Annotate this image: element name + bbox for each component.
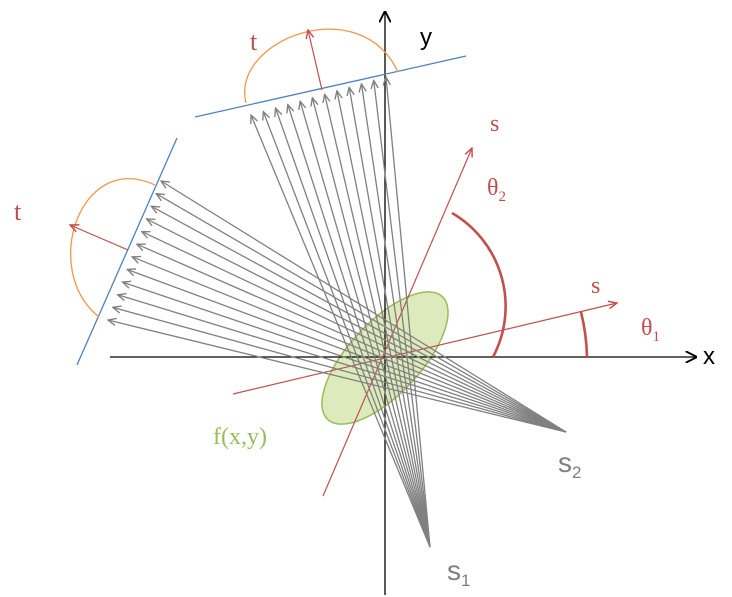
ray-s2-6 [137, 244, 567, 433]
ray-s2-2 [156, 194, 567, 433]
ray-s1-11 [374, 80, 431, 548]
ray-s2-8 [127, 269, 567, 433]
ray-s1-3 [276, 108, 431, 548]
ray-s1-9 [349, 87, 431, 548]
source-2-label: s2 [558, 447, 581, 482]
s-label-top: s [490, 111, 499, 137]
rays-from-source-1 [251, 77, 431, 548]
ray-s1-4 [288, 105, 431, 548]
ray-s1-2 [263, 112, 431, 548]
source-1-label: s1 [447, 555, 470, 590]
t-label-top: t [250, 27, 258, 56]
ray-s2-5 [142, 232, 567, 433]
object-label: f(x,y) [213, 424, 267, 450]
ray-s2-7 [132, 257, 567, 433]
s-axis-theta2 [322, 148, 472, 497]
theta1-label: θ1 [641, 315, 660, 345]
x-axis-label: x [703, 343, 715, 370]
profile-curve-top [243, 28, 399, 104]
ray-s1-7 [325, 94, 431, 548]
theta2-label: θ2 [487, 175, 506, 205]
ray-s2-4 [147, 219, 567, 433]
s-axis-theta1 [232, 303, 617, 395]
angle-arc-theta2 [451, 211, 507, 358]
ray-s1-1 [251, 115, 431, 548]
s-label-right: s [591, 273, 600, 299]
ray-s2-3 [151, 206, 567, 433]
ray-s1-12 [386, 77, 431, 548]
y-axis-label: y [420, 24, 432, 51]
t-arrow-left [70, 225, 129, 251]
rays-from-source-2 [108, 181, 567, 433]
ray-s2-11 [113, 307, 567, 433]
t-label-left: t [14, 197, 22, 226]
angle-arc-theta1 [579, 311, 589, 358]
detector-line-left [76, 137, 178, 366]
ray-s1-6 [312, 98, 431, 548]
ray-s1-10 [361, 84, 431, 548]
ray-s2-1 [161, 181, 567, 433]
detector-line-top [194, 55, 467, 118]
ray-s2-12 [108, 320, 567, 433]
profile-curve-left [70, 178, 156, 318]
ray-s2-9 [122, 282, 567, 433]
ray-s1-5 [300, 101, 431, 548]
ray-s2-10 [118, 295, 567, 433]
t-arrow-top [308, 30, 323, 91]
